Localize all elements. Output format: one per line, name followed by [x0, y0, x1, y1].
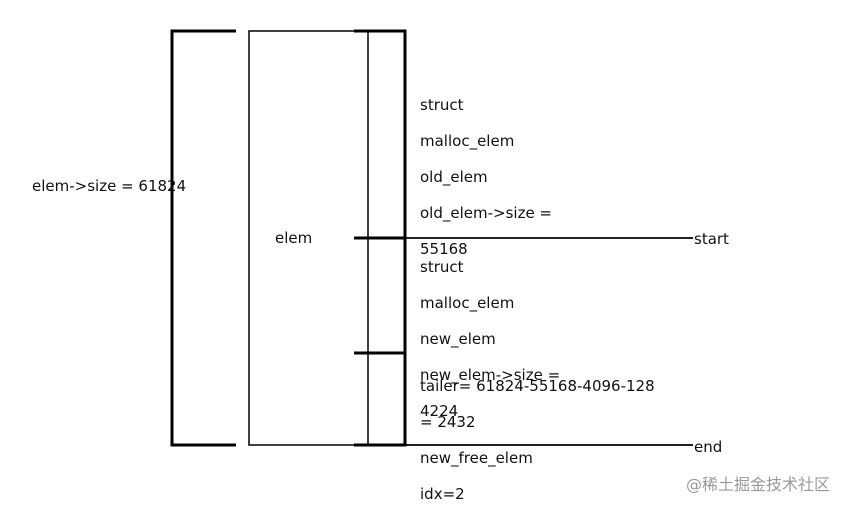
old-elem-line: struct	[420, 96, 464, 114]
new-elem-line: malloc_elem	[420, 294, 515, 312]
tailer-line: new_free_elem	[420, 449, 533, 467]
old-elem-line: old_elem->size =	[420, 204, 553, 222]
new-elem-line: new_elem	[420, 330, 496, 348]
tailer-line: idx=2	[420, 485, 465, 503]
old-elem-line: 55168	[420, 240, 468, 258]
old-elem-block: struct malloc_elem old_elem old_elem->si…	[420, 78, 552, 276]
watermark: @稀土掘金技术社区	[686, 475, 831, 494]
elem-label: elem	[275, 229, 313, 247]
tailer-line: tailer= 61824-55168-4096-128	[420, 377, 655, 395]
tailer-line: = 2432	[420, 413, 476, 431]
old-elem-line: old_elem	[420, 168, 488, 186]
diagram-canvas	[170, 29, 693, 447]
new-elem-block: struct malloc_elem new_elem new_elem->si…	[420, 240, 560, 438]
elem-size-label: elem->size = 61824	[32, 177, 187, 195]
new-elem-line: new_elem->size =	[420, 366, 561, 384]
new-elem-line: struct	[420, 258, 464, 276]
left-bracket	[170, 29, 236, 447]
new-elem-line: 4224	[420, 402, 459, 420]
tailer-block: tailer= 61824-55168-4096-128 = 2432 new_…	[420, 359, 655, 521]
old-elem-line: malloc_elem	[420, 132, 515, 150]
end-label: end	[694, 438, 723, 456]
start-label: start	[694, 230, 729, 248]
